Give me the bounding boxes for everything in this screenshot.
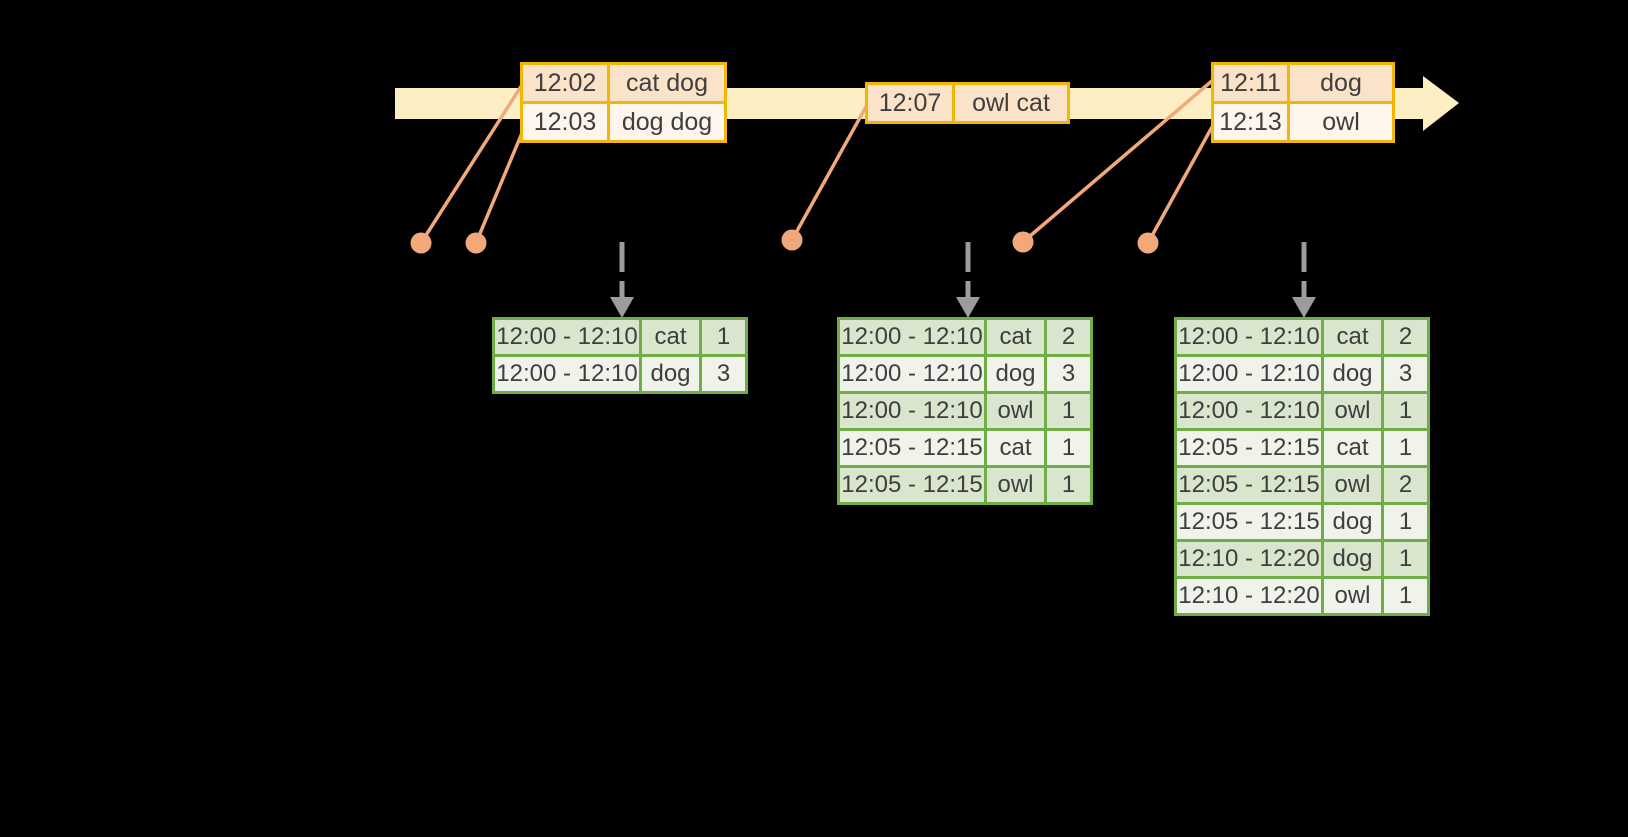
leader-line [790, 104, 869, 241]
event-time: 12:03 [520, 101, 610, 143]
result-table-1: 12:00 - 12:10 cat 1 12:00 - 12:10 dog 3 [492, 317, 748, 394]
result-word: owl [1321, 391, 1384, 431]
result-window: 12:05 - 12:15 [1174, 502, 1324, 542]
leader-line [474, 132, 524, 244]
result-row: 12:10 - 12:20 owl 1 [1174, 576, 1430, 616]
result-row: 12:05 - 12:15 dog 1 [1174, 502, 1430, 542]
trigger-arrowheads [610, 297, 1316, 318]
result-count: 1 [1381, 391, 1430, 431]
result-row: 12:00 - 12:10 cat 2 [837, 317, 1093, 357]
result-table-2: 12:00 - 12:10 cat 2 12:00 - 12:10 dog 3 … [837, 317, 1093, 505]
down-arrow-icon [1292, 297, 1316, 318]
result-count: 1 [1381, 428, 1430, 468]
result-count: 3 [1044, 354, 1093, 394]
result-window: 12:10 - 12:20 [1174, 539, 1324, 579]
result-row: 12:00 - 12:10 cat 1 [492, 317, 748, 357]
result-row: 12:00 - 12:10 owl 1 [837, 391, 1093, 431]
leader-line [1146, 126, 1214, 244]
record-dots [410, 229, 1159, 254]
event-words: dog dog [607, 101, 727, 143]
result-word: dog [1321, 539, 1384, 579]
result-count: 2 [1381, 465, 1430, 505]
result-row: 12:00 - 12:10 dog 3 [1174, 354, 1430, 394]
result-row: 12:00 - 12:10 owl 1 [1174, 391, 1430, 431]
result-window: 12:10 - 12:20 [1174, 576, 1324, 616]
event-words: owl [1287, 101, 1395, 143]
record-dot-icon [1137, 232, 1159, 254]
result-count: 3 [699, 354, 748, 394]
result-window: 12:00 - 12:10 [1174, 391, 1324, 431]
result-word: dog [639, 354, 702, 394]
result-word: dog [1321, 354, 1384, 394]
result-window: 12:00 - 12:10 [492, 317, 642, 357]
result-word: cat [639, 317, 702, 357]
result-row: 12:05 - 12:15 cat 1 [837, 428, 1093, 468]
result-window: 12:05 - 12:15 [837, 465, 987, 505]
result-count: 1 [1044, 465, 1093, 505]
event-row: 12:07 owl cat [865, 82, 1070, 124]
result-word: owl [1321, 576, 1384, 616]
result-word: cat [984, 428, 1047, 468]
result-row: 12:00 - 12:10 dog 3 [837, 354, 1093, 394]
record-dot-icon [781, 229, 803, 251]
trigger-arrow-shafts [619, 242, 1307, 301]
result-window: 12:05 - 12:15 [1174, 465, 1324, 505]
record-leader-lines [419, 78, 1215, 244]
result-word: owl [984, 465, 1047, 505]
event-row: 12:02 cat dog [520, 62, 727, 104]
record-dot-icon [410, 232, 432, 254]
result-count: 1 [1381, 502, 1430, 542]
result-window: 12:00 - 12:10 [837, 391, 987, 431]
result-window: 12:00 - 12:10 [1174, 354, 1324, 394]
result-window: 12:00 - 12:10 [1174, 317, 1324, 357]
record-dot-icon [1012, 231, 1034, 253]
result-word: owl [1321, 465, 1384, 505]
event-time: 12:11 [1211, 62, 1290, 104]
event-table-1: 12:02 cat dog 12:03 dog dog [520, 62, 727, 143]
result-word: cat [1321, 317, 1384, 357]
timeline-arrowhead-icon [1423, 76, 1459, 131]
event-words: cat dog [607, 62, 727, 104]
result-word: dog [1321, 502, 1384, 542]
result-count: 1 [1044, 391, 1093, 431]
result-word: cat [984, 317, 1047, 357]
event-table-3: 12:11 dog 12:13 owl [1211, 62, 1395, 143]
event-words: dog [1287, 62, 1395, 104]
event-row: 12:13 owl [1211, 101, 1395, 143]
result-window: 12:00 - 12:10 [837, 354, 987, 394]
event-row: 12:11 dog [1211, 62, 1395, 104]
result-word: owl [984, 391, 1047, 431]
result-table-3: 12:00 - 12:10 cat 2 12:00 - 12:10 dog 3 … [1174, 317, 1430, 616]
result-row: 12:05 - 12:15 cat 1 [1174, 428, 1430, 468]
leader-line [1021, 78, 1215, 244]
result-window: 12:05 - 12:15 [1174, 428, 1324, 468]
result-row: 12:10 - 12:20 dog 1 [1174, 539, 1430, 579]
result-window: 12:05 - 12:15 [837, 428, 987, 468]
result-count: 3 [1381, 354, 1430, 394]
result-window: 12:00 - 12:10 [837, 317, 987, 357]
down-arrow-icon [610, 297, 634, 318]
event-table-2: 12:07 owl cat [865, 82, 1070, 124]
result-row: 12:00 - 12:10 cat 2 [1174, 317, 1430, 357]
result-row: 12:00 - 12:10 dog 3 [492, 354, 748, 394]
result-window: 12:00 - 12:10 [492, 354, 642, 394]
result-word: dog [984, 354, 1047, 394]
down-arrow-icon [956, 297, 980, 318]
event-time: 12:07 [865, 82, 955, 124]
result-word: cat [1321, 428, 1384, 468]
result-count: 1 [1044, 428, 1093, 468]
result-row: 12:05 - 12:15 owl 2 [1174, 465, 1430, 505]
result-count: 1 [1381, 539, 1430, 579]
result-count: 2 [1381, 317, 1430, 357]
result-row: 12:05 - 12:15 owl 1 [837, 465, 1093, 505]
result-count: 2 [1044, 317, 1093, 357]
event-words: owl cat [952, 82, 1070, 124]
event-time: 12:13 [1211, 101, 1290, 143]
event-time: 12:02 [520, 62, 610, 104]
event-row: 12:03 dog dog [520, 101, 727, 143]
result-count: 1 [699, 317, 748, 357]
result-count: 1 [1381, 576, 1430, 616]
leader-line [419, 84, 524, 244]
record-dot-icon [465, 232, 487, 254]
